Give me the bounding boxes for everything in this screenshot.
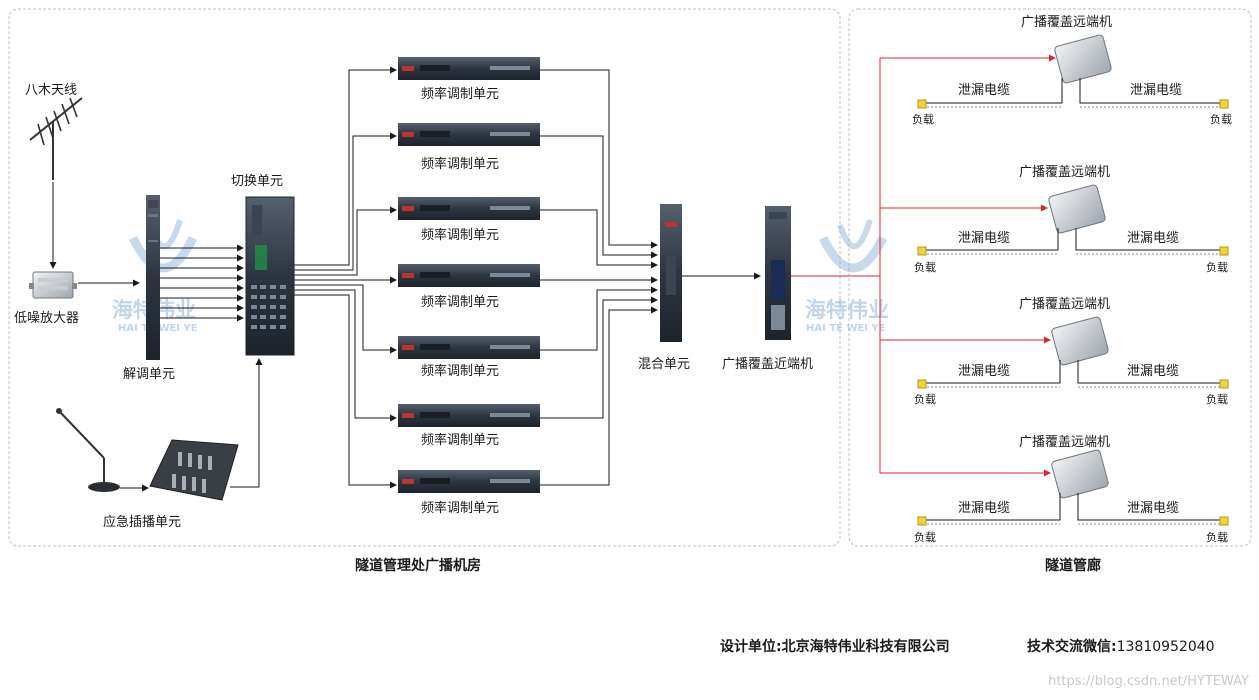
switch-unit-icon bbox=[245, 196, 295, 356]
svg-text:泄漏电缆: 泄漏电缆 bbox=[1130, 82, 1182, 98]
tunnel-section-label: 隧道管廊 bbox=[1045, 557, 1101, 574]
yagi-antenna-icon bbox=[29, 97, 83, 180]
room-section-label: 隧道管理处广播机房 bbox=[355, 557, 481, 574]
fm-unit-3: 频率调制单元 bbox=[398, 197, 540, 243]
audio-mixer-icon bbox=[149, 439, 239, 501]
lna-label: 低噪放大器 bbox=[14, 311, 79, 326]
svg-text:广播覆盖远端机: 广播覆盖远端机 bbox=[1021, 15, 1112, 30]
switch-label: 切换单元 bbox=[231, 174, 283, 189]
design-unit-label: 设计单位: bbox=[720, 639, 782, 655]
svg-text:频率调制单元: 频率调制单元 bbox=[421, 86, 499, 102]
svg-text:频率调制单元: 频率调制单元 bbox=[421, 227, 499, 243]
svg-text:负载: 负载 bbox=[914, 530, 936, 544]
svg-text:泄漏电缆: 泄漏电缆 bbox=[1127, 363, 1179, 379]
fm-mixer-links bbox=[540, 69, 658, 486]
svg-text:广播覆盖远端机: 广播覆盖远端机 bbox=[1019, 165, 1110, 180]
near-end-label: 广播覆盖近端机 bbox=[722, 357, 813, 372]
fm-unit-1: 频率调制单元 bbox=[398, 57, 540, 102]
svg-text:负载: 负载 bbox=[1206, 260, 1228, 274]
watermark-right: 海特伟业 HAI TE WEI YE bbox=[805, 219, 889, 334]
svg-text:负载: 负载 bbox=[914, 260, 936, 274]
microphone-icon bbox=[56, 408, 120, 492]
far-end-group-2: 广播覆盖远端机 泄漏电缆 泄漏电缆 负载 负载 bbox=[914, 165, 1229, 274]
svg-text:泄漏电缆: 泄漏电缆 bbox=[958, 230, 1010, 246]
far-end-group-3: 广播覆盖远端机 泄漏电缆 泄漏电缆 负载 负载 bbox=[914, 297, 1229, 406]
demod-switch-links bbox=[160, 244, 244, 322]
fm-unit-6: 频率调制单元 bbox=[398, 404, 540, 448]
svg-text:负载: 负载 bbox=[914, 392, 936, 406]
svg-text:频率调制单元: 频率调制单元 bbox=[421, 156, 499, 172]
svg-text:海特伟业: 海特伟业 bbox=[805, 298, 889, 322]
svg-text:泄漏电缆: 泄漏电缆 bbox=[958, 363, 1010, 379]
svg-text:频率调制单元: 频率调制单元 bbox=[421, 294, 499, 310]
svg-text:泄漏电缆: 泄漏电缆 bbox=[1127, 230, 1179, 246]
fm-unit-7: 频率调制单元 bbox=[398, 470, 540, 516]
svg-text:广播覆盖远端机: 广播覆盖远端机 bbox=[1019, 297, 1110, 312]
fm-unit-4: 频率调制单元 bbox=[398, 264, 540, 310]
wechat-contact: 技术交流微信:13810952040 bbox=[1027, 636, 1215, 656]
fm-unit-2: 频率调制单元 bbox=[398, 123, 540, 172]
svg-text:泄漏电缆: 泄漏电缆 bbox=[958, 500, 1010, 516]
svg-text:泄漏电缆: 泄漏电缆 bbox=[958, 82, 1010, 98]
wechat-value: 13810952040 bbox=[1116, 639, 1215, 655]
room-section-border bbox=[8, 8, 841, 547]
demod-unit-icon bbox=[146, 195, 160, 360]
tunnel-section-border bbox=[848, 8, 1252, 547]
svg-text:HAI TE WEI YE: HAI TE WEI YE bbox=[806, 323, 886, 334]
source-url: https://blog.csdn.net/HYTEWAY bbox=[1048, 674, 1249, 689]
svg-text:负载: 负载 bbox=[1210, 112, 1232, 126]
design-unit: 设计单位:北京海特伟业科技有限公司 bbox=[720, 636, 950, 656]
far-end-group-4: 广播覆盖远端机 泄漏电缆 泄漏电缆 负载 负载 bbox=[914, 435, 1229, 544]
near-end-unit-icon bbox=[765, 206, 791, 340]
rf-distribution-bus bbox=[791, 54, 1056, 477]
svg-text:负载: 负载 bbox=[912, 112, 934, 126]
fm-unit-5: 频率调制单元 bbox=[398, 336, 540, 379]
demod-label: 解调单元 bbox=[123, 367, 175, 382]
svg-text:泄漏电缆: 泄漏电缆 bbox=[1127, 500, 1179, 516]
svg-text:广播覆盖远端机: 广播覆盖远端机 bbox=[1019, 435, 1110, 450]
far-end-group-1: 广播覆盖远端机 泄漏电缆 泄漏电缆 负载 负载 bbox=[912, 15, 1232, 126]
antenna-label: 八木天线 bbox=[25, 83, 77, 98]
emergency-label: 应急插播单元 bbox=[103, 514, 181, 530]
svg-text:负载: 负载 bbox=[1206, 392, 1228, 406]
svg-text:频率调制单元: 频率调制单元 bbox=[421, 500, 499, 516]
mixer-label: 混合单元 bbox=[638, 357, 690, 372]
lna-device-icon bbox=[29, 271, 77, 299]
design-unit-value: 北京海特伟业科技有限公司 bbox=[781, 639, 950, 655]
svg-text:负载: 负载 bbox=[1206, 530, 1228, 544]
switch-fm-links bbox=[294, 66, 397, 489]
mixer-unit-icon bbox=[660, 204, 682, 342]
wechat-label: 技术交流微信: bbox=[1027, 639, 1117, 655]
svg-text:频率调制单元: 频率调制单元 bbox=[421, 363, 499, 379]
svg-text:频率调制单元: 频率调制单元 bbox=[421, 432, 499, 448]
